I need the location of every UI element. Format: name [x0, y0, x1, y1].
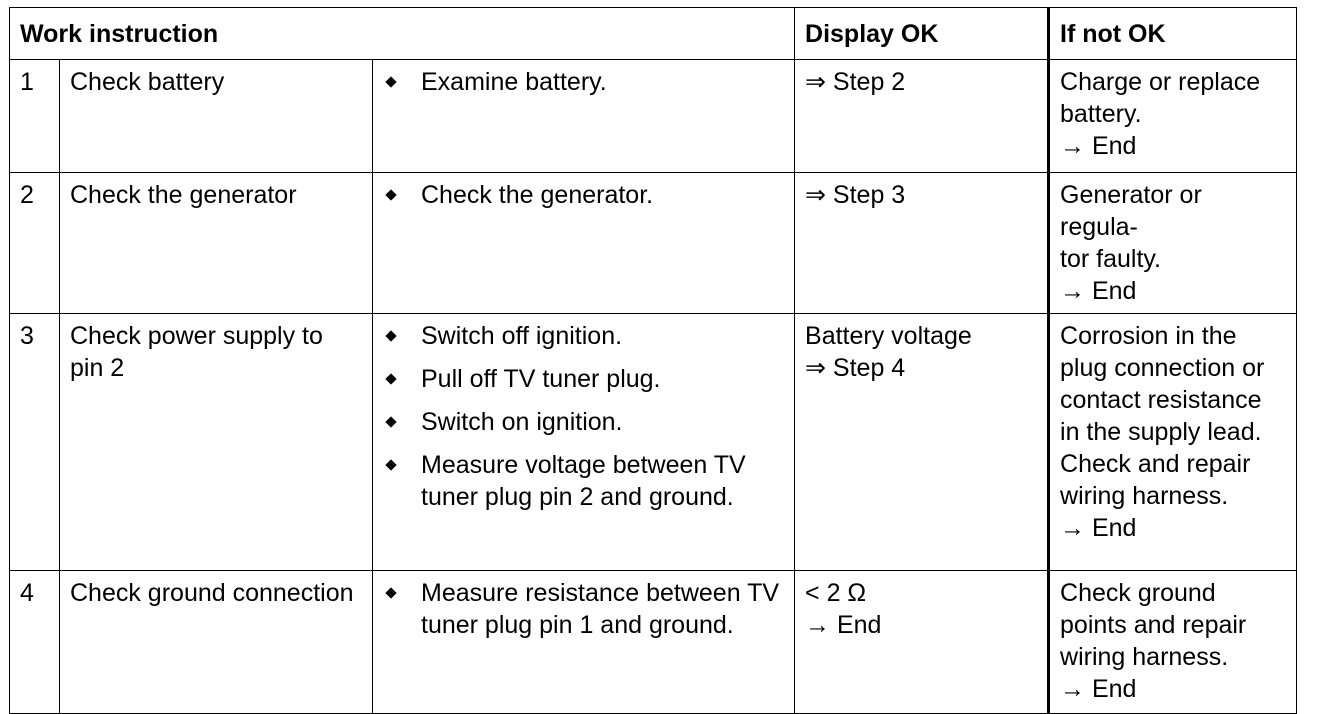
diamond-bullet-icon: [385, 373, 397, 385]
list-item: Switch on ignition.: [383, 406, 784, 438]
diamond-bullet-icon: [385, 76, 397, 88]
step-display-ok: < 2 Ω → End: [794, 570, 1050, 714]
table-row: 4 Check ground connection Measure resist…: [9, 570, 1298, 714]
step-task: Check ground connection: [59, 570, 373, 714]
if-not-ok-text: tor faulty.: [1060, 245, 1161, 273]
instruction-text: Switch on ignition.: [421, 408, 623, 436]
header-display-ok: Display OK: [794, 7, 1050, 60]
if-not-ok-text: wiring harness.: [1060, 482, 1229, 510]
table-row: 1 Check battery Examine battery. ⇒ Step …: [9, 59, 1298, 173]
step-instructions: Switch off ignition. Pull off TV tuner p…: [371, 313, 796, 571]
if-not-ok-text: → End: [1060, 277, 1137, 305]
if-not-ok-text: Charge or replace: [1060, 68, 1261, 96]
step-instructions: Measure resistance between TV tuner plug…: [371, 570, 796, 714]
step-if-not-ok: Generator or regula- tor faulty. → End: [1047, 172, 1298, 314]
instruction-text: Examine battery.: [421, 68, 607, 96]
instruction-text: Switch off ignition.: [421, 322, 623, 350]
step-task: Check battery: [59, 59, 373, 173]
list-item: Pull off TV tuner plug.: [383, 363, 784, 395]
step-number: 4: [9, 570, 60, 714]
instruction-text: Check the generator.: [421, 181, 654, 209]
diamond-bullet-icon: [385, 587, 397, 599]
list-item: Examine battery.: [383, 66, 784, 98]
instruction-text: Measure voltage between TV tuner plug pi…: [421, 451, 746, 511]
list-item: Switch off ignition.: [383, 320, 784, 352]
list-item: Measure voltage between TV tuner plug pi…: [383, 449, 784, 513]
display-ok-text: ⇒ Step 4: [805, 354, 906, 382]
step-task: Check the generator: [59, 172, 373, 314]
work-instruction-table: Work instruction Display OK If not OK 1 …: [8, 7, 1298, 714]
step-display-ok: ⇒ Step 3: [794, 172, 1050, 314]
list-item: Check the generator.: [383, 179, 784, 211]
diamond-bullet-icon: [385, 459, 397, 471]
if-not-ok-text: points and repair: [1060, 611, 1247, 639]
instruction-text: Pull off TV tuner plug.: [421, 365, 661, 393]
if-not-ok-text: battery.: [1060, 100, 1142, 128]
if-not-ok-text: Corrosion in the: [1060, 322, 1237, 350]
instruction-list: Check the generator.: [383, 179, 784, 211]
display-ok-text: < 2 Ω: [805, 579, 867, 607]
step-if-not-ok: Charge or replace battery. → End: [1047, 59, 1298, 173]
table-row: 2 Check the generator Check the generato…: [9, 172, 1298, 314]
if-not-ok-text: → End: [1060, 132, 1137, 160]
diamond-bullet-icon: [385, 330, 397, 342]
step-if-not-ok: Corrosion in the plug connection or cont…: [1047, 313, 1298, 571]
table-row: 3 Check power supply to pin 2 Switch off…: [9, 313, 1298, 571]
if-not-ok-text: Check and repair: [1060, 450, 1251, 478]
step-display-ok: ⇒ Step 2: [794, 59, 1050, 173]
work-instruction-document: Work instruction Display OK If not OK 1 …: [8, 7, 1298, 714]
if-not-ok-text: in the supply lead.: [1060, 418, 1262, 446]
list-item: Measure resistance between TV tuner plug…: [383, 577, 784, 641]
step-task: Check power supply to pin 2: [59, 313, 373, 571]
display-ok-text: ⇒ Step 2: [805, 68, 906, 96]
if-not-ok-text: contact resistance: [1060, 386, 1262, 414]
if-not-ok-text: → End: [1060, 675, 1137, 703]
if-not-ok-text: Generator or regula-: [1060, 181, 1202, 241]
step-display-ok: Battery voltage ⇒ Step 4: [794, 313, 1050, 571]
if-not-ok-text: wiring harness.: [1060, 643, 1229, 671]
header-if-not-ok: If not OK: [1047, 7, 1298, 60]
display-ok-text: Battery voltage: [805, 322, 972, 350]
if-not-ok-text: → End: [1060, 514, 1137, 542]
instruction-list: Switch off ignition. Pull off TV tuner p…: [383, 320, 784, 513]
display-ok-text: ⇒ Step 3: [805, 181, 906, 209]
instruction-list: Examine battery.: [383, 66, 784, 98]
display-ok-text: → End: [805, 611, 882, 639]
step-number: 1: [9, 59, 60, 173]
diamond-bullet-icon: [385, 416, 397, 428]
if-not-ok-text: Check ground: [1060, 579, 1216, 607]
step-number: 3: [9, 313, 60, 571]
step-instructions: Check the generator.: [371, 172, 796, 314]
diamond-bullet-icon: [385, 189, 397, 201]
if-not-ok-text: plug connection or: [1060, 354, 1265, 382]
step-instructions: Examine battery.: [371, 59, 796, 173]
step-if-not-ok: Check ground points and repair wiring ha…: [1047, 570, 1298, 714]
instruction-list: Measure resistance between TV tuner plug…: [383, 577, 784, 641]
step-number: 2: [9, 172, 60, 314]
instruction-text: Measure resistance between TV tuner plug…: [421, 579, 780, 639]
table-header-row: Work instruction Display OK If not OK: [8, 7, 1298, 60]
header-work-instruction: Work instruction: [8, 7, 796, 60]
